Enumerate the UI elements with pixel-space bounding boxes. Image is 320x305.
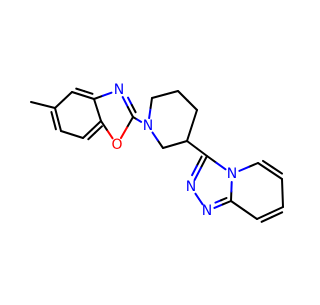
bond-tb-t5-start [214, 204, 222, 207]
bond-p2-p3-start [152, 95, 165, 99]
bond-r4-nf-end [239, 167, 248, 171]
bonds [31, 89, 283, 222]
bond-t5-r1-end [244, 210, 257, 219]
bond-p4-p5-start [192, 110, 197, 126]
bond-b6-b1-start [64, 92, 73, 100]
bond-b5-b6-double-end [76, 89, 84, 92]
bond-p5-p6-start [175, 141, 187, 145]
bond-b2-b3-end [72, 135, 83, 139]
bond-t5-r1-start [231, 201, 244, 210]
bond-b5-nox-start [94, 96, 103, 99]
bond-b4-b5-start [98, 110, 102, 121]
bond-b3-b4-double-end [95, 126, 102, 132]
bond-nox-c2-double-end [132, 105, 136, 112]
bond-t1-ta-double-start [197, 157, 202, 166]
bond-b1-b2-double-start [51, 112, 53, 121]
bond-r4-nf-start [249, 163, 258, 167]
bond-b5-b6-double-start [84, 91, 92, 94]
bond-t1-nf-end [216, 163, 225, 170]
molecule-structure: N N O N N N [0, 0, 300, 300]
bond-p3-p4-end [188, 101, 198, 111]
bond-b3-b4-double-start [88, 133, 95, 139]
bond-b4-b5-end [94, 99, 98, 110]
bond-nox-c2-end [128, 107, 133, 117]
bond-p6-np-end [153, 133, 158, 141]
bond-p4-p5-end [187, 126, 192, 142]
bond-tb-t5-end [223, 201, 231, 204]
bond-np-p2-start [149, 108, 150, 118]
piperidine-nitrogen-label: N [143, 118, 153, 134]
bond-p2-p3-end [165, 91, 178, 95]
bond-r1-r2-double-start [262, 217, 272, 222]
triazole-nitrogen-a-label: N [186, 179, 196, 195]
bond-p5-p6-end [163, 145, 175, 149]
bond-nox-c2-start [123, 97, 128, 107]
bond-b5-b6-end [72, 92, 83, 96]
bond-r2-r3-end [282, 179, 283, 193]
fused-triazole-nitrogen-label: N [227, 166, 237, 182]
bond-b1-b2-start [55, 108, 58, 120]
triazole-nitrogen-b-label: N [202, 203, 212, 219]
bond-b6-b1-end [55, 100, 64, 108]
bond-nox-c2-double-start [128, 98, 132, 105]
oxazole-oxygen-label: O [111, 137, 122, 153]
bond-t1-nf-start [207, 156, 216, 163]
bond-me-b1-start [31, 102, 43, 105]
bond-p5-t1-start [187, 141, 197, 149]
bond-p3-p4-start [178, 91, 188, 101]
bond-c2-oox-start [127, 117, 133, 128]
bond-b1-b2-end [58, 120, 61, 132]
bond-r2-r3-start [283, 193, 284, 207]
bond-p6-np-start [158, 140, 163, 148]
bond-r1-r2-double-end [272, 212, 282, 217]
bond-p5-t1-end [197, 149, 207, 157]
bond-t1-ta-double-end [192, 166, 197, 175]
bond-b5-b6-start [83, 96, 94, 100]
bond-b5-nox-end [103, 93, 112, 96]
bond-me-b1-end [43, 105, 55, 108]
bond-np-p2-end [151, 98, 152, 108]
bond-b2-b3-start [61, 131, 72, 135]
molecule-canvas: N N O N N N [0, 0, 300, 300]
bond-b1-b2-double-end [54, 121, 56, 130]
oxazole-nitrogen-label: N [114, 82, 124, 98]
bond-c2-np-end [137, 119, 141, 121]
bond-tb-t5-double-end [221, 198, 227, 200]
